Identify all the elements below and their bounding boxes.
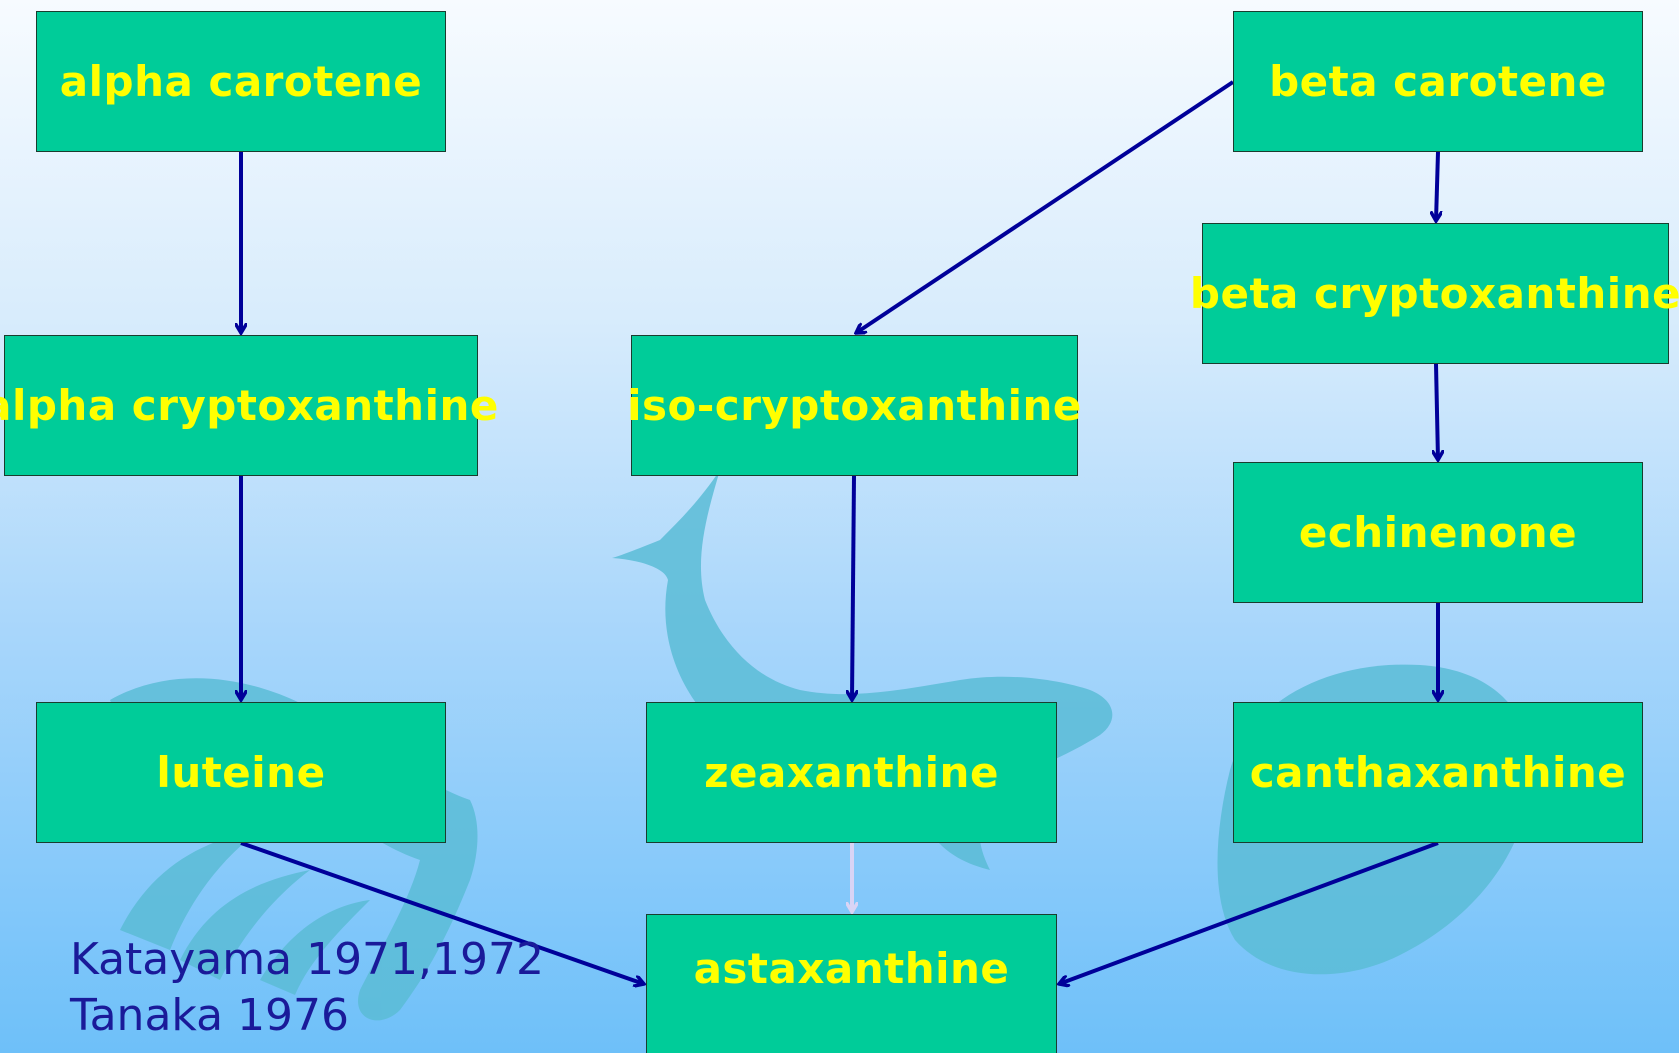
- arrow-canthaxanthine-to-astaxanthine: [1059, 841, 1439, 984]
- node-astaxanthine: astaxanthine: [646, 914, 1057, 1053]
- reference-line: Tanaka 1976: [70, 990, 350, 1041]
- node-label: zeaxanthine: [704, 748, 999, 797]
- node-label: canthaxanthine: [1249, 748, 1627, 797]
- node-luteine: luteine: [36, 702, 446, 843]
- node-label: alpha cryptoxanthine: [0, 381, 499, 430]
- node-alpha-carotene: alpha carotene: [36, 11, 446, 152]
- node-label: luteine: [156, 748, 326, 797]
- arrow-luteine-to-astaxanthine: [240, 841, 644, 984]
- references: Katayama 1971,1972 Tanaka 1976: [70, 932, 544, 1044]
- arrow-beta-carotene-to-iso-cryptoxanthine: [856, 80, 1235, 333]
- arrow-iso-cryptoxanthine-to-zeaxanthine: [852, 475, 854, 700]
- node-canthaxanthine: canthaxanthine: [1233, 702, 1643, 843]
- node-label: beta carotene: [1269, 57, 1607, 106]
- node-echinenone: echinenone: [1233, 462, 1643, 603]
- arrow-beta-carotene-to-beta-cryptoxanthine: [1436, 151, 1438, 221]
- node-iso-cryptoxanthine: iso-cryptoxanthine: [627, 335, 1081, 476]
- node-label: astaxanthine: [693, 943, 1010, 993]
- node-beta-carotene: beta carotene: [1233, 11, 1643, 152]
- arrow-beta-cryptoxanthine-to-echinenone: [1436, 363, 1438, 460]
- node-label: iso-cryptoxanthine: [627, 381, 1082, 430]
- node-label: alpha carotene: [59, 57, 423, 106]
- node-beta-cryptoxanthine: beta cryptoxanthine: [1190, 223, 1679, 364]
- node-alpha-cryptoxanthine: alpha cryptoxanthine: [0, 335, 498, 476]
- node-zeaxanthine: zeaxanthine: [646, 702, 1057, 843]
- node-label: beta cryptoxanthine: [1189, 269, 1679, 318]
- reference-line: Katayama 1971,1972: [70, 934, 545, 985]
- node-label: echinenone: [1298, 508, 1578, 557]
